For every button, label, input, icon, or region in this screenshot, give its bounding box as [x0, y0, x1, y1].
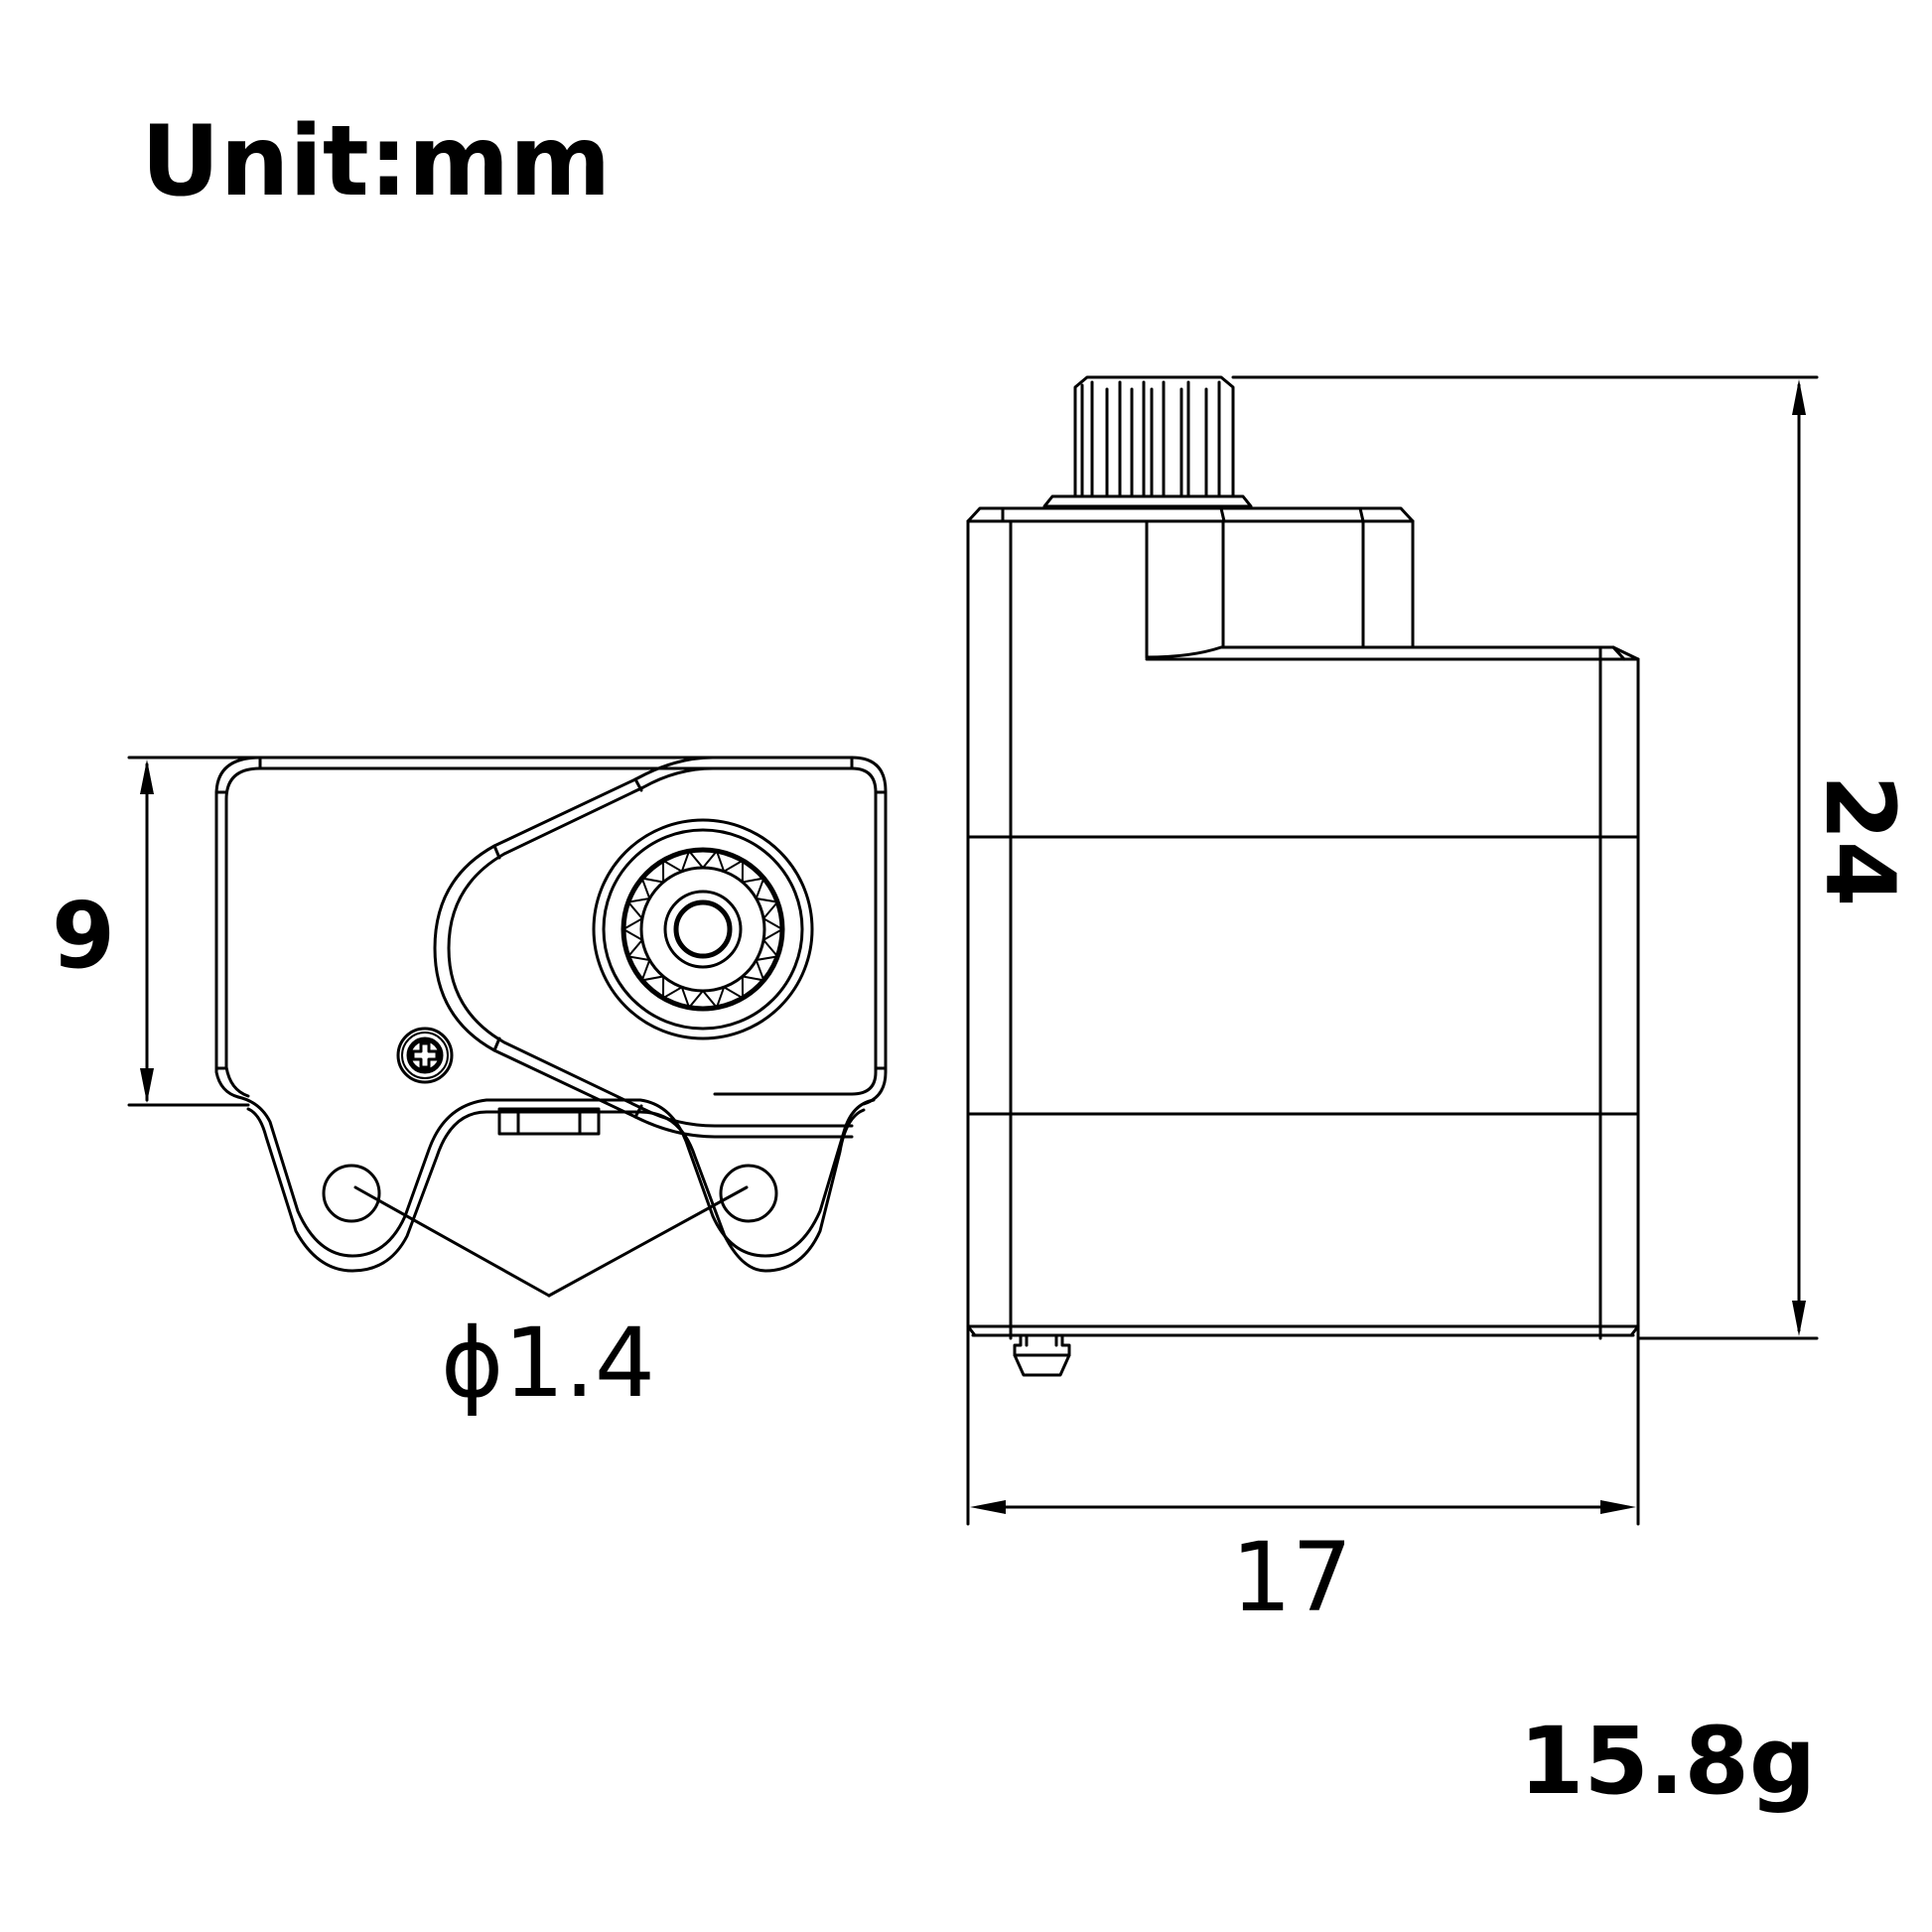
- body-inner: [258, 766, 878, 1096]
- edge: [966, 1324, 977, 1337]
- mount-hole-right: [719, 1164, 778, 1223]
- connector-tab: [497, 1107, 601, 1136]
- output-shaft-icon: [1042, 375, 1253, 508]
- arrow-up-icon: [140, 759, 154, 794]
- bottom-nub: [1013, 1333, 1071, 1377]
- edge: [1611, 645, 1640, 661]
- edge: [1219, 506, 1226, 523]
- edge: [1358, 506, 1365, 523]
- unit-label: Unit:mm: [141, 105, 611, 218]
- tick: [492, 844, 501, 860]
- top-cap: [966, 506, 1415, 523]
- shoulder: [1145, 645, 1626, 661]
- mount-hole-left: [322, 1164, 381, 1223]
- dim-17-label: 17: [1231, 1522, 1352, 1633]
- arrow-left-icon: [970, 1500, 1006, 1514]
- dim-24-label: 24: [1804, 774, 1915, 907]
- dim-9-label: 9: [52, 883, 115, 989]
- arrow-down-icon: [140, 1068, 154, 1103]
- tick: [633, 777, 643, 792]
- output-arm-outer: [433, 756, 854, 1139]
- output-arm-inner: [447, 766, 854, 1128]
- front-view: 9: [52, 756, 888, 1419]
- edge: [1629, 1324, 1640, 1337]
- side-view: 24 17: [966, 375, 1915, 1633]
- arrow-right-icon: [1600, 1500, 1636, 1514]
- leader-line-right: [547, 1185, 749, 1298]
- screw-icon: [396, 1027, 454, 1084]
- arrow-down-icon: [1792, 1301, 1806, 1336]
- tick: [492, 1036, 501, 1052]
- mount-flange-inner: [246, 1107, 866, 1273]
- leader-line-left: [353, 1185, 551, 1298]
- weight-label: 15.8g: [1519, 1708, 1816, 1816]
- hole-diameter-label: ϕ1.4: [441, 1308, 655, 1419]
- body-inner-left: [224, 766, 262, 1098]
- mount-flange-outer: [236, 1095, 876, 1258]
- arrow-up-icon: [1792, 379, 1806, 415]
- output-spline-icon: [592, 818, 814, 1040]
- body-outline-left: [214, 756, 262, 1099]
